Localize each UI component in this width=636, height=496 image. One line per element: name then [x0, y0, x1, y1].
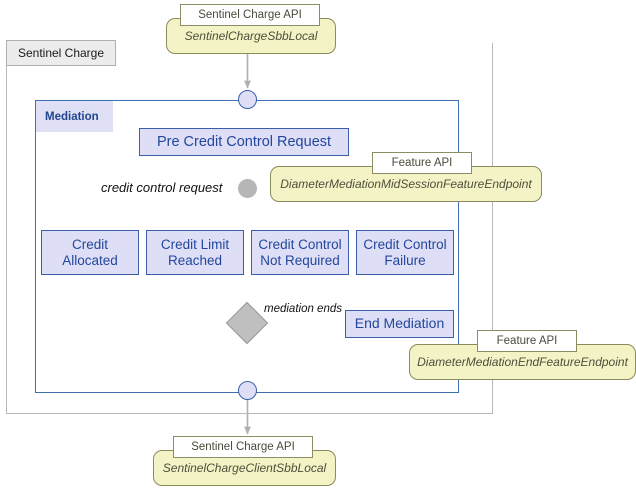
line-1: Credit: [71, 237, 108, 253]
note-tab-label: Feature API: [372, 152, 472, 174]
entry-point-node: [238, 90, 257, 109]
line-2: Allocated: [62, 252, 118, 268]
line-1: Credit Control: [363, 237, 447, 253]
sentinel-charge-package-label: Sentinel Charge: [6, 40, 116, 66]
credit-control-request-event-node: [238, 179, 257, 198]
line-2: Reached: [167, 252, 223, 268]
state-credit-control-not-required[interactable]: Credit Control Not Required: [251, 230, 349, 275]
note-tab-label: Feature API: [477, 330, 577, 352]
edge-label-credit-control-request: credit control request: [101, 180, 223, 195]
state-pre-credit-control-request[interactable]: Pre Credit Control Request: [139, 128, 349, 156]
state-credit-limit-reached[interactable]: Credit Limit Reached: [146, 230, 244, 275]
sentinel-charge-package: [6, 43, 493, 414]
note-tab-label: Sentinel Charge API: [180, 4, 320, 26]
exit-point-node: [238, 381, 257, 400]
edge-label-mediation-ends: mediation ends: [264, 303, 342, 315]
line-1: Credit Control: [258, 237, 342, 253]
line-2: Failure: [384, 252, 426, 268]
state-end-mediation[interactable]: End Mediation: [345, 310, 454, 338]
mediation-label: Mediation: [36, 101, 113, 132]
state-credit-limit-reached-text: Credit Limit Reached: [161, 237, 229, 267]
state-credit-control-failure-text: Credit Control Failure: [363, 237, 446, 267]
note-feature-api-mid-session: Feature API DiameterMediationMidSessionF…: [270, 152, 542, 202]
note-feature-api-end: Feature API DiameterMediationEndFeatureE…: [409, 330, 636, 380]
state-credit-control-not-required-text: Credit Control Not Required: [258, 237, 341, 267]
note-sentinel-charge-api-bottom: Sentinel Charge API SentinelChargeClient…: [153, 436, 336, 486]
line-1: Credit Limit: [160, 237, 230, 253]
note-tab-label: Sentinel Charge API: [173, 436, 313, 458]
state-credit-control-failure[interactable]: Credit Control Failure: [356, 230, 454, 275]
state-credit-allocated[interactable]: Credit Allocated: [41, 230, 139, 275]
state-credit-allocated-text: Credit Allocated: [62, 237, 118, 267]
line-2: Not Required: [260, 252, 340, 268]
note-sentinel-charge-api-top: Sentinel Charge API SentinelChargeSbbLoc…: [166, 4, 336, 54]
